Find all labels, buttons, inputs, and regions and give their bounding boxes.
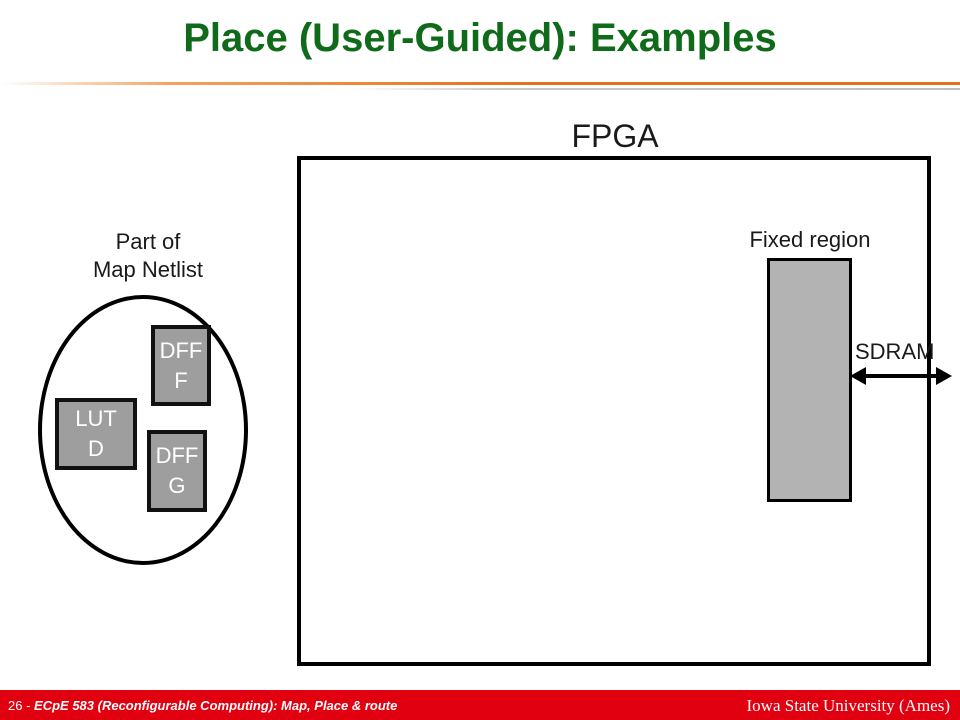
netlist-label: Part of Map Netlist (60, 228, 236, 284)
title-rule-gray (350, 88, 960, 90)
dff-g-block: DFF G (147, 430, 207, 512)
lut-block-label: LUT D (75, 406, 117, 461)
netlist-ellipse (38, 295, 248, 565)
dff-g-block-label: DFF G (155, 443, 199, 498)
title-rule-orange (0, 82, 960, 85)
fixed-region (767, 258, 852, 502)
dff-f-block-label: DFF F (159, 337, 203, 393)
footer-page-number: 26 - (8, 698, 31, 713)
slide-title: Place (User-Guided): Examples (183, 16, 777, 60)
sdram-label: SDRAM (855, 339, 935, 364)
footer-institution: Iowa State University (Ames) (746, 696, 950, 715)
netlist-label-line1: Part of (115, 229, 181, 254)
netlist-label-line2: Map Netlist (92, 257, 204, 282)
fixed-region-label: Fixed region (749, 227, 871, 252)
double-headed-arrow-icon (850, 367, 952, 385)
footer-course: 26 - ECpE 583 (Reconfigurable Computing)… (8, 698, 397, 713)
fpga-label: FPGA (571, 118, 659, 154)
lut-block: LUT D (55, 398, 137, 470)
footer-bar: 26 - ECpE 583 (Reconfigurable Computing)… (0, 690, 960, 720)
footer-course-title: ECpE 583 (Reconfigurable Computing): Map… (34, 698, 398, 713)
dff-f-block: DFF F (151, 325, 211, 406)
